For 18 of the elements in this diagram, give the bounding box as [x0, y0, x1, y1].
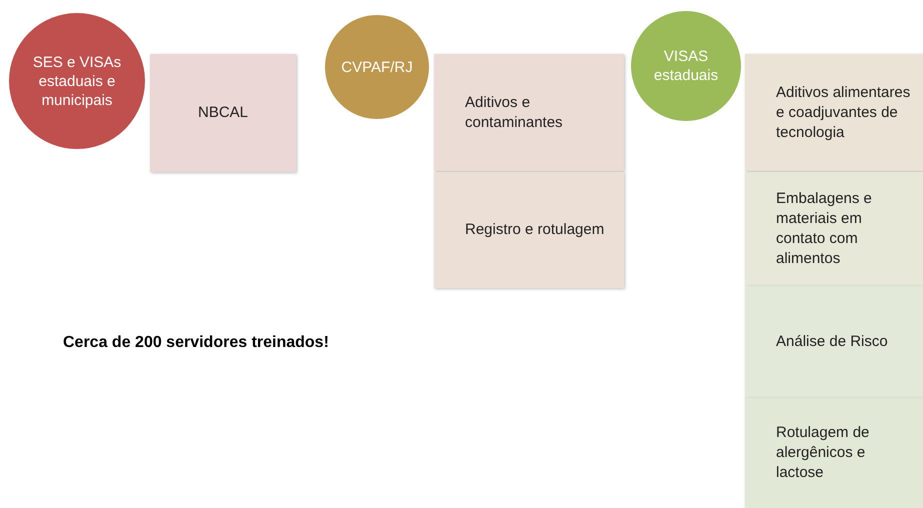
node-text: Embalagens e materiais em contato com alimentos: [776, 189, 873, 269]
topic-box: [434, 54, 624, 171]
topic-box: [745, 54, 923, 171]
topic-box: [150, 54, 296, 172]
node-text: NBCAL: [198, 103, 248, 123]
note-text: Cerca de 200 servidores treinados!: [63, 333, 329, 353]
node-text: VISAS estaduais: [652, 47, 720, 85]
topic-box: [745, 286, 923, 398]
node-text: SES e VISAs estaduais e municipais: [32, 52, 122, 110]
topic-box: [745, 398, 923, 508]
topic-box: [745, 172, 923, 286]
node-text: Registro e rotulagem: [465, 220, 604, 240]
node-text: Aditivos alimentares e coadjuvantes de tecnologia: [776, 82, 912, 142]
node-text: Rotulagem de alergênicos e lactose: [776, 423, 870, 483]
node-text: Análise de Risco: [776, 332, 888, 352]
topic-box: [434, 172, 624, 288]
node-text: Aditivos e contaminantes: [465, 92, 564, 132]
node-text: CVPAF/RJ: [341, 58, 413, 76]
